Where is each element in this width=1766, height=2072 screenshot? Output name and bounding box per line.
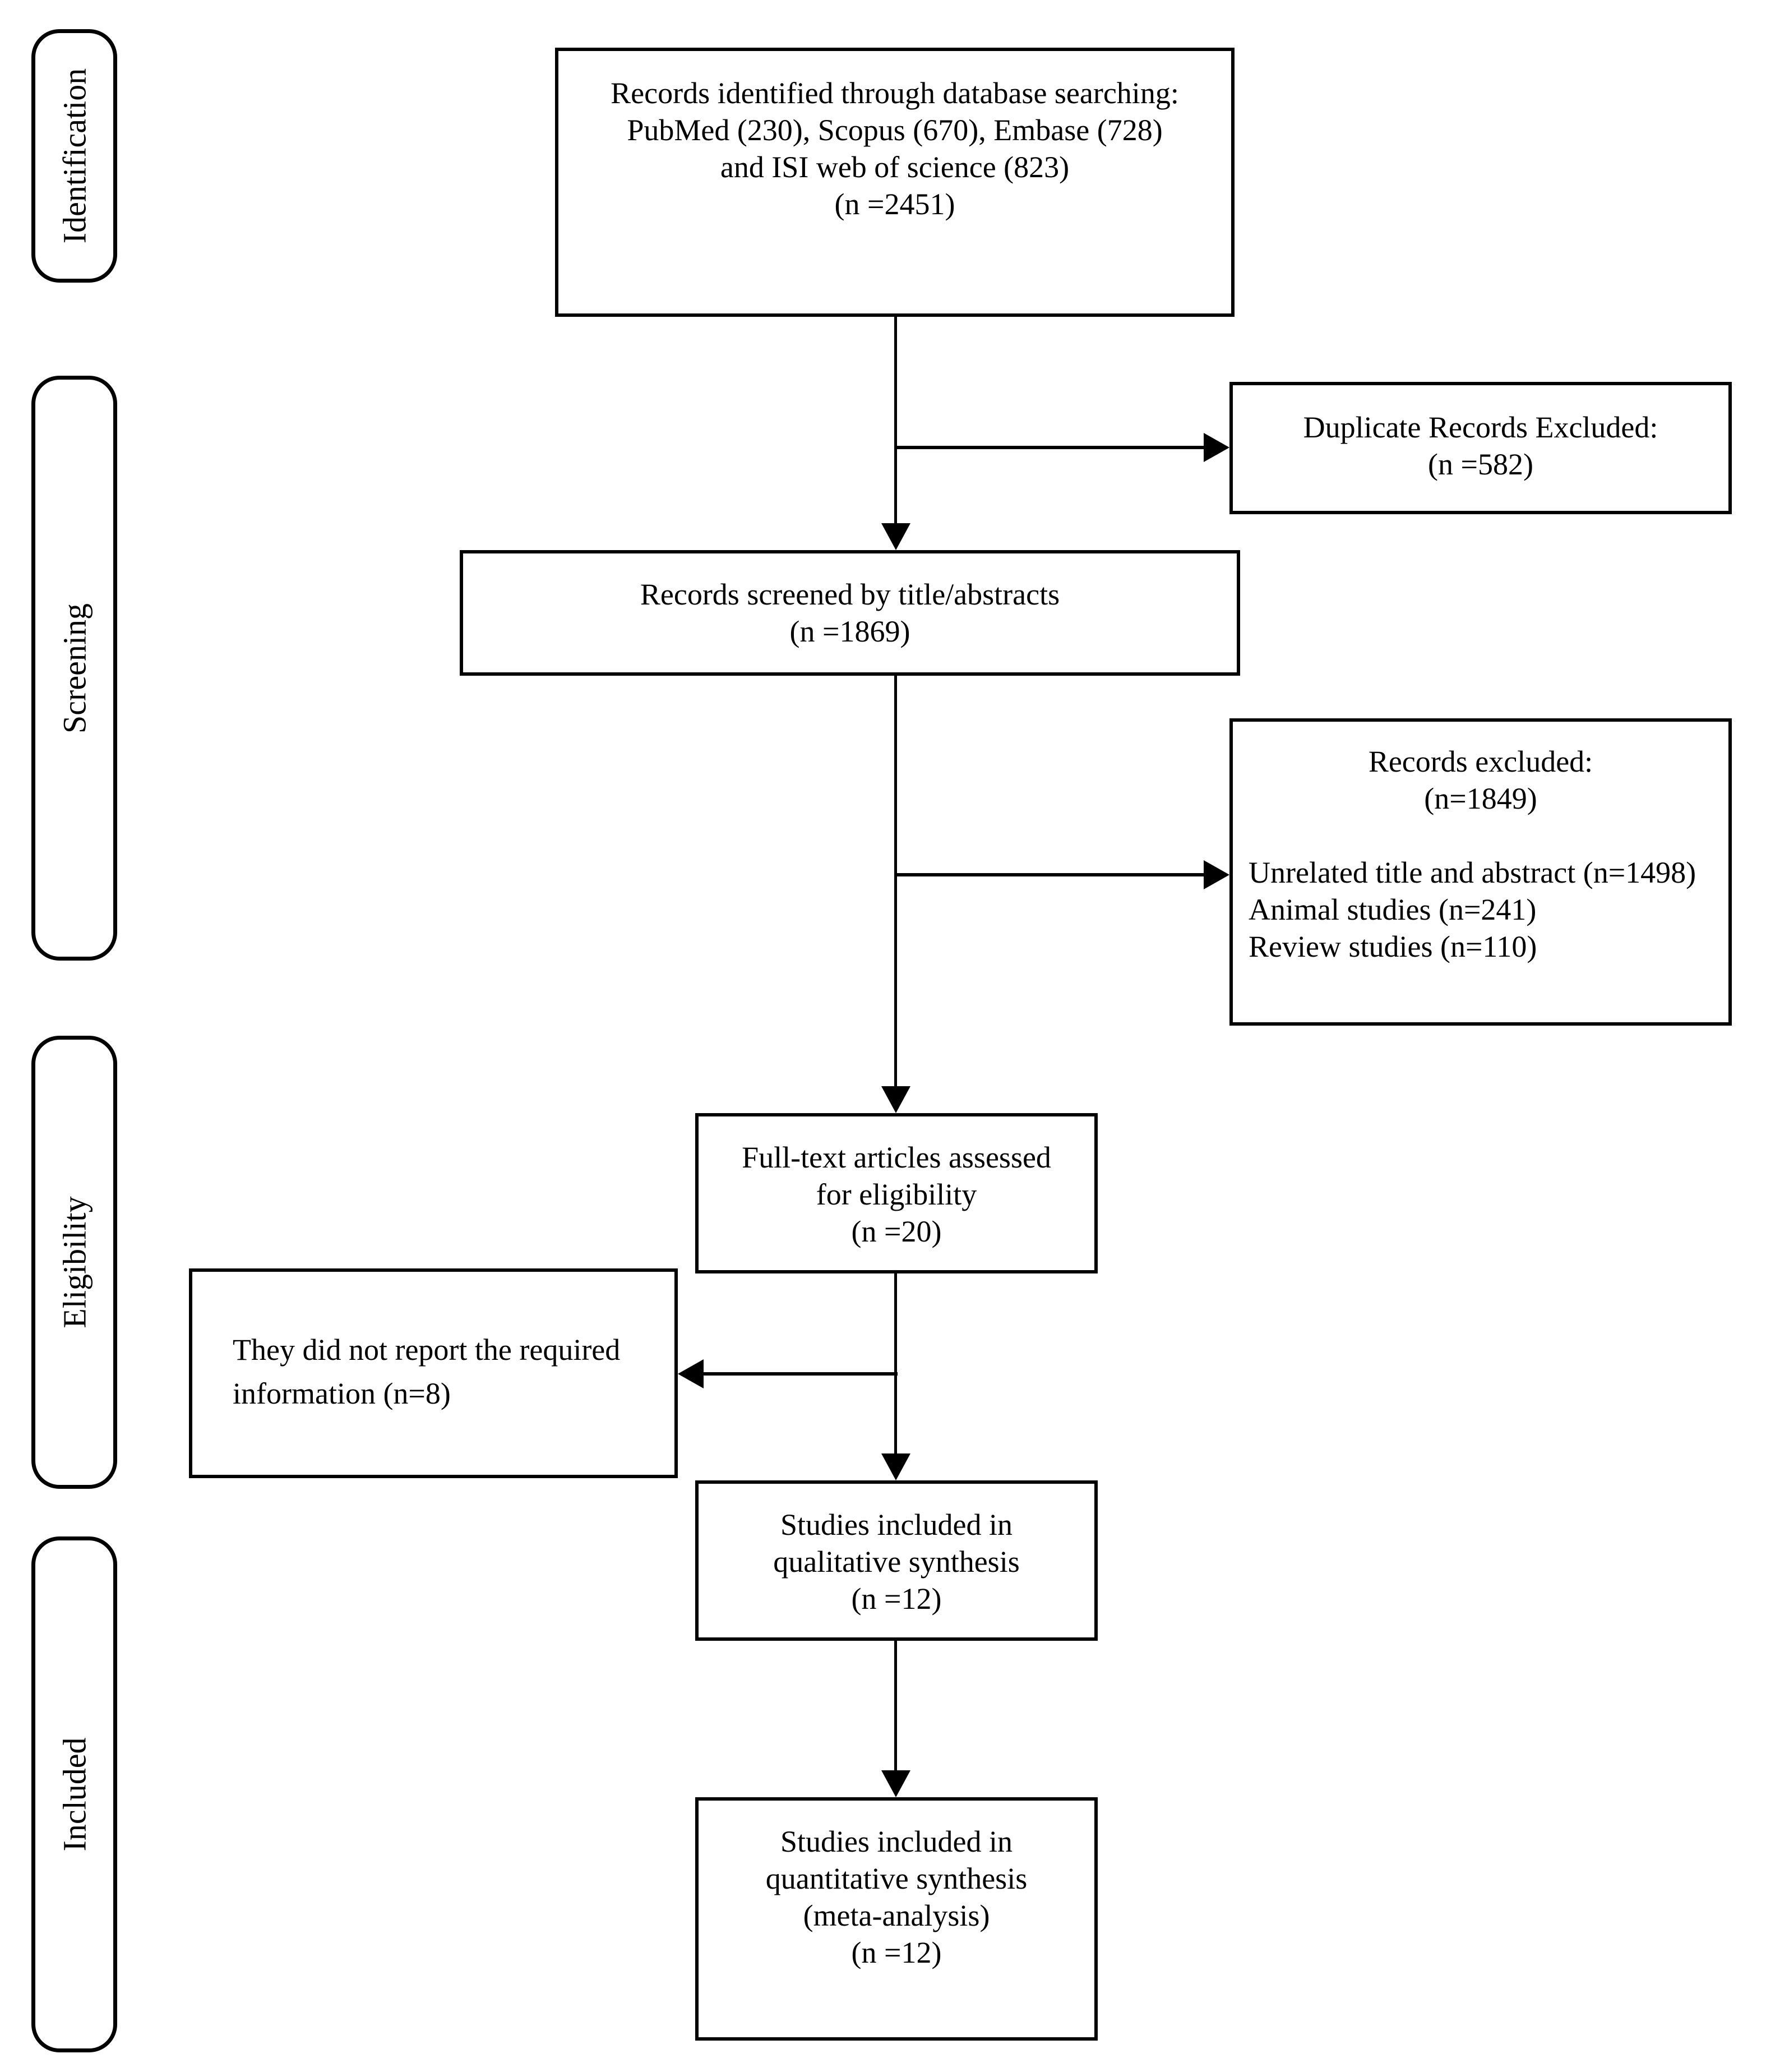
text-line: for eligibility — [816, 1178, 977, 1211]
text-line: Studies included in — [780, 1825, 1013, 1858]
exclusion-reason-list: Unrelated title and abstract (n=1498) An… — [1233, 854, 1728, 965]
text-line: (n =12) — [851, 1582, 942, 1616]
connector-to-duplicates-excluded — [894, 446, 1205, 449]
text-line: Full-text articles assessed — [742, 1141, 1051, 1174]
text-line: (meta-analysis) — [803, 1899, 990, 1932]
connector-to-records-excluded — [894, 873, 1205, 876]
flow-box-duplicates-excluded: Duplicate Records Excluded: (n =582) — [1229, 382, 1732, 514]
text-line: quantitative synthesis — [765, 1862, 1028, 1895]
text-line: (n =20) — [851, 1215, 942, 1248]
flow-box-not-reported: They did not report the required informa… — [189, 1268, 678, 1478]
flow-box-quantitative-synthesis: Studies included in quantitative synthes… — [695, 1797, 1098, 2041]
stage-label-included: Included — [56, 1737, 93, 1852]
text-line: PubMed (230), Scopus (670), Embase (728) — [627, 113, 1163, 147]
stage-label-screening: Screening — [56, 603, 93, 733]
arrowhead-down-icon — [881, 1770, 910, 1797]
text-line: Records excluded: — [1368, 745, 1593, 778]
text-line: qualitative synthesis — [773, 1545, 1020, 1579]
text-line: Records identified through database sear… — [611, 76, 1179, 110]
flow-box-records-screened: Records screened by title/abstracts (n =… — [460, 550, 1240, 676]
connector-identified-to-screened — [894, 317, 897, 525]
stage-box-eligibility: Eligibility — [31, 1036, 117, 1489]
text-line: They did not report the required — [233, 1333, 621, 1367]
arrowhead-down-icon — [881, 1453, 910, 1480]
text-line: Duplicate Records Excluded: — [1303, 410, 1658, 444]
stage-box-identification: Identification — [31, 29, 117, 283]
connector-qualitative-to-quantitative — [894, 1641, 897, 1772]
connector-screened-to-fulltext — [894, 676, 897, 1087]
text-line: Unrelated title and abstract (n=1498) — [1249, 856, 1696, 889]
text-line: Review studies (n=110) — [1249, 930, 1537, 963]
arrowhead-right-icon — [1204, 433, 1229, 462]
connector-fulltext-to-qualitative — [894, 1273, 897, 1455]
stage-label-identification: Identification — [56, 68, 93, 244]
flow-box-fulltext-assessed: Full-text articles assessed for eligibil… — [695, 1113, 1098, 1273]
text-line: (n =1869) — [789, 615, 910, 648]
text-line: (n =582) — [1428, 447, 1533, 481]
connector-to-not-reported — [702, 1372, 898, 1376]
text-line: Animal studies (n=241) — [1249, 893, 1537, 926]
text-line: (n=1849) — [1424, 782, 1537, 815]
flow-box-qualitative-synthesis: Studies included in qualitative synthesi… — [695, 1480, 1098, 1641]
arrowhead-left-icon — [678, 1359, 704, 1388]
arrowhead-right-icon — [1204, 860, 1229, 889]
flow-box-records-identified: Records identified through database sear… — [555, 48, 1235, 317]
text-line: (n =2451) — [834, 187, 955, 221]
stage-box-included: Included — [31, 1536, 117, 2052]
stage-box-screening: Screening — [31, 376, 117, 961]
stage-label-eligibility: Eligibility — [56, 1196, 93, 1328]
text-line: and ISI web of science (823) — [720, 150, 1070, 184]
text-line: Records screened by title/abstracts — [640, 578, 1060, 611]
arrowhead-down-icon — [881, 523, 910, 550]
arrowhead-down-icon — [881, 1086, 910, 1113]
flow-box-records-excluded: Records excluded: (n=1849) Unrelated tit… — [1229, 718, 1732, 1026]
text-line: Studies included in — [780, 1508, 1013, 1542]
text-line: information (n=8) — [233, 1377, 451, 1410]
text-line: (n =12) — [851, 1936, 942, 1969]
